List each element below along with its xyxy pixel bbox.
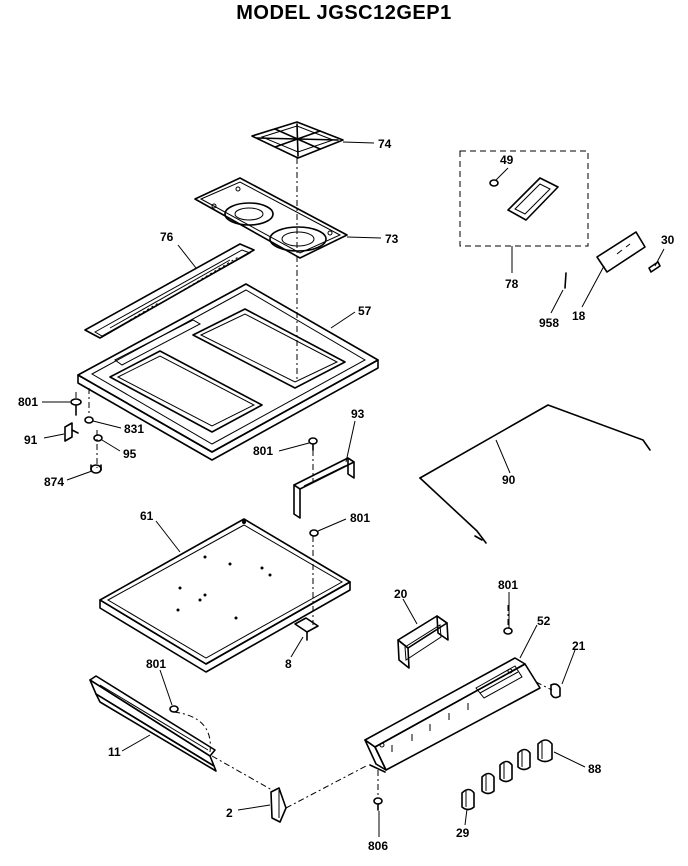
part-78-kit-box [459, 150, 589, 247]
part-2-end-bracket [270, 787, 287, 823]
label-11: 11 [108, 745, 121, 759]
label-91: 91 [24, 433, 38, 447]
label-30: 30 [661, 233, 675, 247]
part-76-trim-strip [84, 243, 255, 339]
label-801-d: 801 [498, 578, 518, 592]
label-93: 93 [351, 407, 365, 421]
part-801-screw-93 [308, 437, 318, 451]
part-18-label-plate [596, 231, 646, 273]
part-73-burner-box [194, 177, 348, 259]
part-801-screw-left [70, 398, 82, 416]
label-801-a: 801 [18, 395, 38, 409]
assembly-lines [75, 158, 553, 809]
part-74-grate [251, 121, 344, 159]
part-11-front-trim [89, 675, 217, 772]
part-801-screw-61 [309, 529, 319, 537]
part-30-screw [648, 261, 661, 273]
part-806-screw [373, 797, 383, 811]
part-8-bracket [294, 617, 319, 641]
part-88-knob [537, 739, 553, 763]
label-831: 831 [124, 422, 144, 436]
label-95: 95 [123, 447, 137, 461]
label-874: 874 [44, 475, 64, 489]
label-21: 21 [572, 639, 586, 653]
model-title: MODEL JGSC12GEP1 [236, 2, 452, 24]
label-18: 18 [572, 309, 586, 323]
part-801-screw-11 [169, 705, 179, 713]
label-20: 20 [394, 587, 408, 601]
label-8: 8 [285, 657, 292, 671]
part-20-handle [397, 615, 449, 669]
part-90-rod [419, 404, 651, 544]
label-806: 806 [368, 839, 388, 853]
label-90: 90 [502, 473, 516, 487]
label-73: 73 [385, 232, 399, 246]
label-801-b: 801 [253, 444, 273, 458]
part-874-foot [90, 464, 102, 474]
part-21-knob-cap [550, 683, 561, 699]
part-57-main-top [77, 283, 379, 461]
label-61: 61 [140, 509, 154, 523]
label-76: 76 [160, 230, 174, 244]
label-801-c: 801 [350, 511, 370, 525]
part-831-screw [84, 416, 94, 424]
part-29-knobs [461, 748, 531, 811]
part-95-washer [93, 434, 103, 442]
label-801-e: 801 [146, 657, 166, 671]
label-52: 52 [537, 614, 551, 628]
label-78: 78 [505, 277, 519, 291]
label-29: 29 [456, 826, 470, 840]
label-88: 88 [588, 762, 602, 776]
part-958-pin [564, 272, 567, 289]
part-91-clip [64, 422, 79, 442]
part-93-bracket [293, 457, 355, 519]
label-2: 2 [226, 806, 233, 820]
label-74: 74 [378, 137, 392, 151]
label-958: 958 [539, 316, 559, 330]
part-801-screw-52 [503, 627, 513, 635]
label-57: 57 [358, 304, 372, 318]
callout-labels: 74 73 49 78 30 76 57 958 18 801 831 91 9… [18, 137, 675, 853]
part-52-control-panel [364, 657, 541, 773]
part-61-bottom-panel [99, 518, 351, 673]
label-49: 49 [500, 153, 514, 167]
leader-lines [42, 141, 665, 837]
